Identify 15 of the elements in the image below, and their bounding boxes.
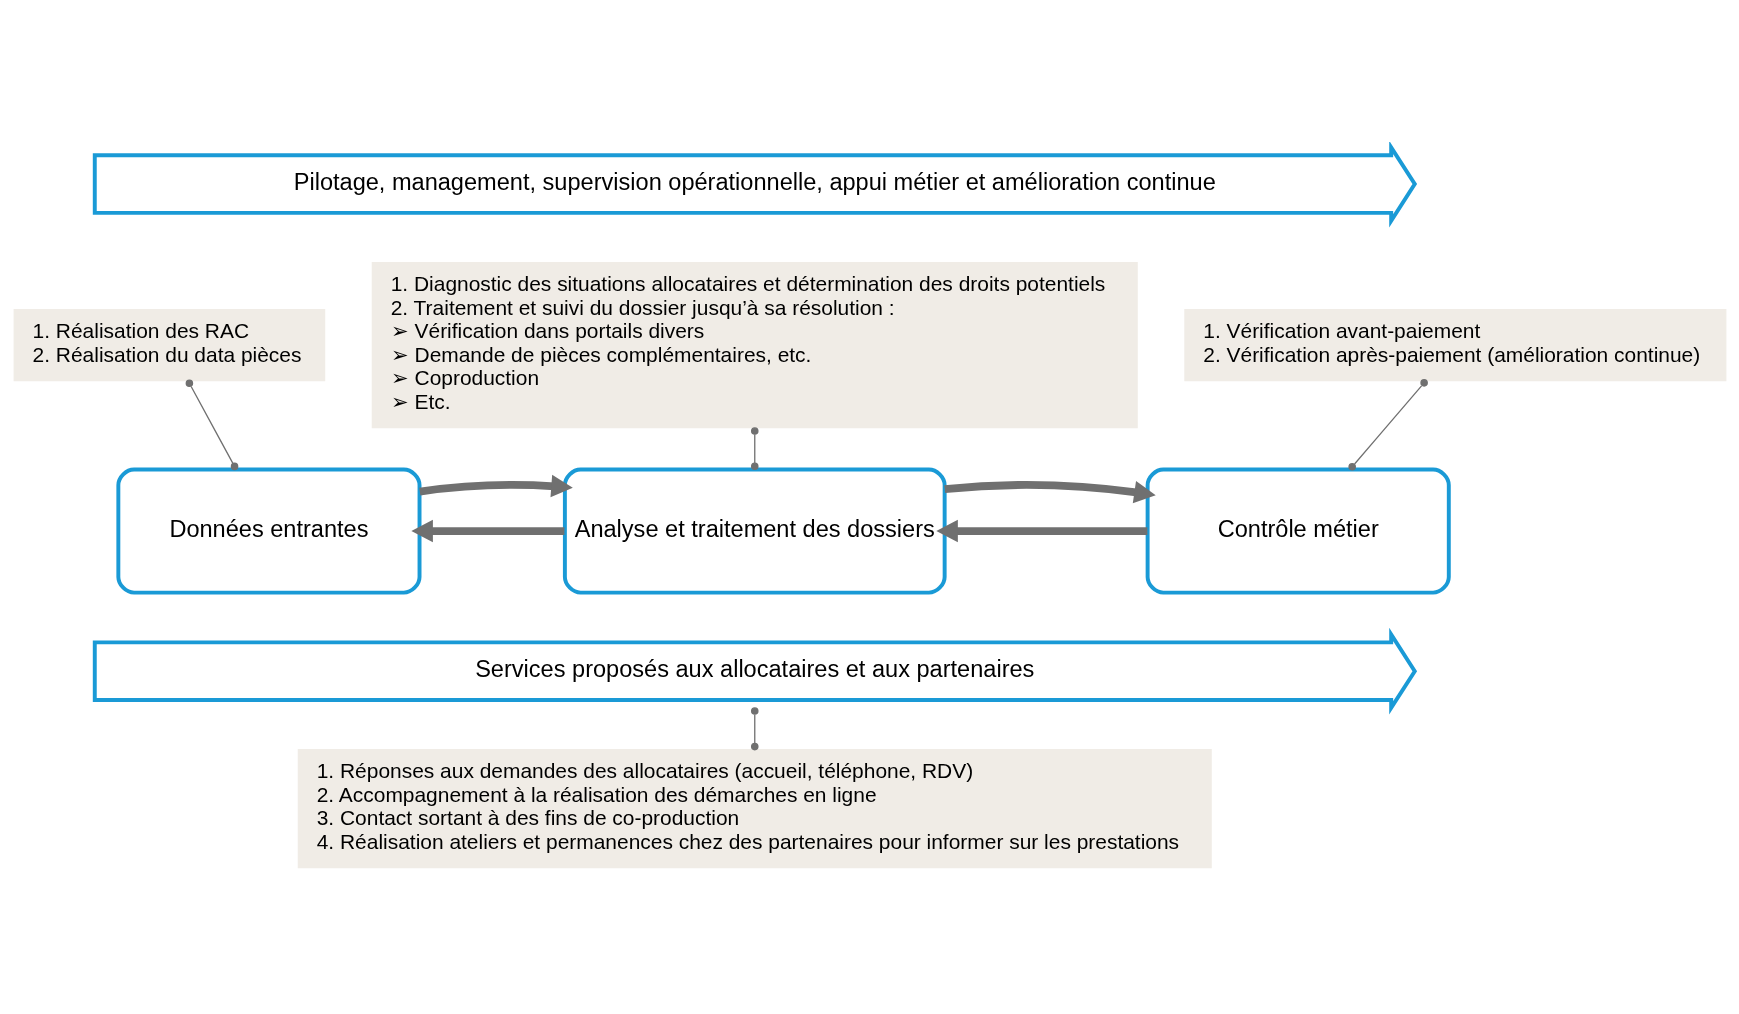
node-box: 1. Diagnostic des situations allocataires et détermination des droits potentiels 2. Traitement et suivi du dossier jusqu’à sa résolution : ➢ Vérification dans portails divers ➢ Demande de pièces complémentaires, etc. ➢ Coproduction ➢ Etc. — [371, 261, 1138, 428]
arrow — [943, 480, 1156, 503]
connector — [1347, 378, 1428, 471]
node-box: 1. Réalisation des RAC 2. Réalisation du data pièces — [13, 308, 325, 381]
arrow — [410, 519, 564, 542]
arrow — [935, 519, 1147, 542]
node-box: Analyse et traitement des dossiers — [562, 467, 947, 595]
arrow — [418, 474, 573, 497]
connector — [750, 706, 759, 750]
node-box: 1. Vérification avant-paiement 2. Vérification après-paiement (amélioration continue) — [1183, 308, 1726, 381]
node-box: Données entrantes — [115, 467, 421, 595]
node-box: 1. Réponses aux demandes des allocataires (accueil, téléphone, RDV) 2. Accompagnement à la réalisation des démarches en ligne 3. Contact sortant à des fins de co-production 4. Réalisation ateliers et permanences chez des partenaires pour informer sur les prestations — [297, 748, 1212, 868]
connector — [750, 426, 759, 470]
connector — [185, 378, 238, 470]
node-box: Contrôle métier — [1145, 467, 1451, 595]
